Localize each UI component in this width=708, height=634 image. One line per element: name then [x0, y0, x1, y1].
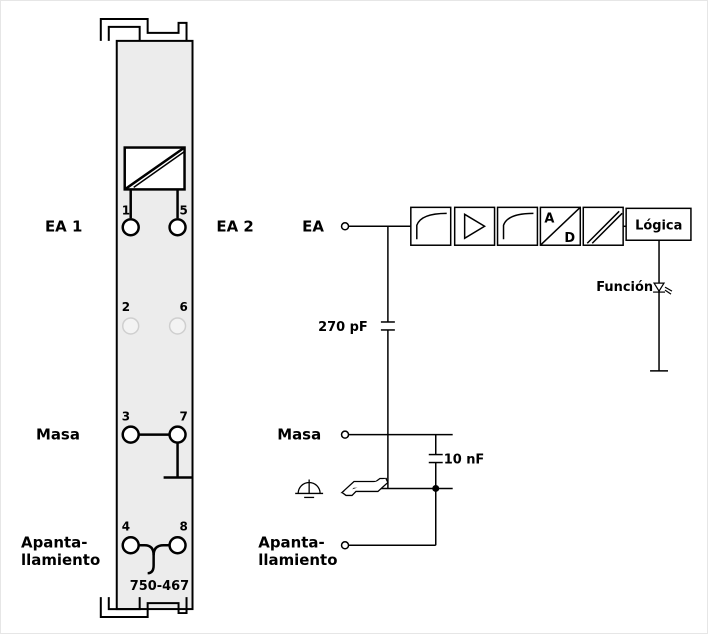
ground-icon	[295, 479, 324, 499]
pin-2-terminal	[121, 317, 140, 335]
led-icon	[652, 282, 673, 295]
function-label: Función	[596, 280, 653, 295]
ea2-label: EA 2	[216, 217, 253, 235]
pin-1-label: 1	[122, 203, 130, 217]
schematic-ea-label: EA	[302, 217, 324, 235]
converter-icon	[123, 146, 186, 219]
schematic-wires	[340, 222, 453, 550]
pin-6-terminal	[168, 317, 187, 335]
ea1-label: EA 1	[45, 217, 82, 235]
din-rail-icon	[340, 477, 389, 497]
capacitor-10nf-icon	[428, 453, 443, 464]
ea-terminal	[340, 222, 350, 231]
module-top-latch	[99, 17, 188, 41]
adc-label-d: D	[564, 231, 575, 246]
pin-group-shield	[121, 536, 187, 575]
schematic-shield-label-2: llamiento	[258, 551, 337, 569]
adc-label-a: A	[544, 211, 554, 226]
pin-3-terminal	[121, 425, 140, 444]
pin-2-label: 2	[122, 300, 130, 314]
schematic-masa-label: Masa	[277, 426, 321, 444]
pin-7-terminal	[168, 425, 187, 444]
pin-group-ea	[121, 218, 187, 237]
pin-4-label: 4	[122, 519, 130, 533]
capacitor-270pf-label: 270 pF	[318, 320, 368, 335]
module-masa-label: Masa	[36, 426, 80, 444]
pin-group-masa	[121, 425, 192, 479]
logic-block	[625, 207, 692, 241]
capacitor-270pf-icon	[380, 321, 395, 331]
pin-1-terminal	[121, 218, 140, 237]
junction-dot	[432, 484, 440, 492]
shield-terminal	[340, 541, 350, 550]
masa-terminal	[340, 430, 350, 439]
capacitor-10nf-label: 10 nF	[444, 453, 485, 468]
function-led-wire	[650, 240, 669, 372]
pin-8-terminal	[168, 536, 187, 555]
pin-8-label: 8	[180, 519, 188, 533]
pin-4-terminal	[121, 536, 140, 555]
part-number: 750-467	[130, 579, 189, 594]
schematic-shield-label-1: Apanta-	[258, 533, 324, 551]
pin-3-label: 3	[122, 410, 130, 424]
module-shield-label-1: Apanta-	[21, 533, 87, 551]
pin-6-label: 6	[180, 300, 188, 314]
module-bottom-latch	[99, 597, 188, 619]
pin-7-label: 7	[180, 410, 188, 424]
amplifier-block	[453, 206, 496, 246]
module-shield-label-2: llamiento	[21, 551, 100, 569]
logic-label: Lógica	[635, 218, 682, 233]
pin-group-unused	[121, 317, 187, 335]
pin-5-label: 5	[180, 203, 188, 217]
pin-5-terminal	[168, 218, 187, 237]
